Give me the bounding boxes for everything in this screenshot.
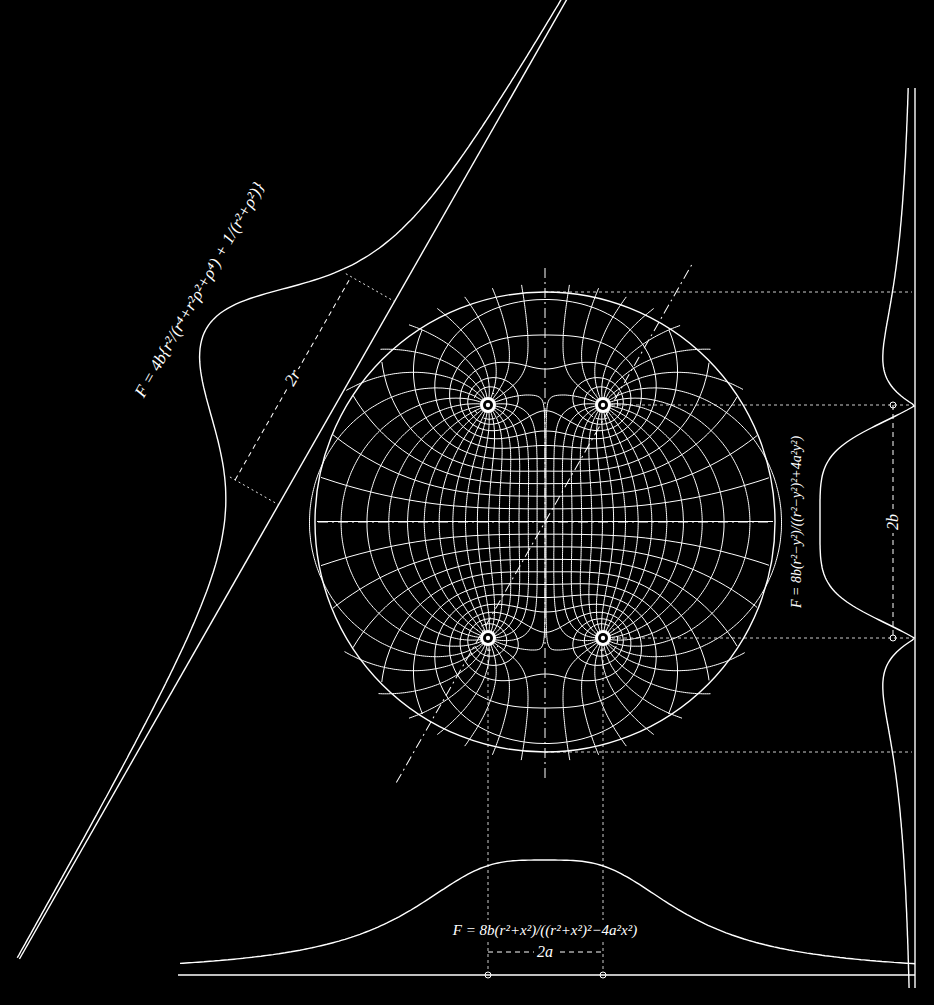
pole-dot <box>601 636 605 640</box>
leader-line <box>612 638 912 639</box>
dimension-line <box>235 277 351 480</box>
field-line <box>488 408 520 638</box>
tilted-axis <box>396 261 693 782</box>
field-line <box>603 411 652 638</box>
formula: F = 8b(r²+x²)/((r²+x²)²−4a²x²) <box>450 920 640 940</box>
field-line <box>494 285 528 401</box>
pole-disc <box>595 397 611 413</box>
pole-disc <box>480 630 496 646</box>
dimension-label: 2r <box>278 363 308 392</box>
field-line <box>595 297 627 399</box>
dimension-end <box>485 972 491 978</box>
field-line <box>477 412 489 638</box>
field-line <box>604 645 682 718</box>
field-line <box>466 412 489 638</box>
extension-line <box>346 274 395 302</box>
field-line <box>603 412 638 639</box>
field-line <box>602 309 654 399</box>
field-line <box>488 395 545 650</box>
force-curve <box>180 860 915 964</box>
field-line <box>488 412 495 639</box>
field-line <box>595 645 627 747</box>
pole-marker <box>480 630 496 646</box>
tilted-baseline <box>19 0 653 959</box>
field-line <box>582 644 599 755</box>
field-line <box>604 326 680 399</box>
field-line <box>603 408 683 638</box>
field-line <box>596 412 603 639</box>
extension-line <box>230 477 279 505</box>
field-line <box>488 411 502 638</box>
pole-dot <box>601 403 605 407</box>
dimension-end <box>600 972 606 978</box>
field-line <box>603 409 667 638</box>
pole-ring <box>483 400 493 410</box>
pole-disc <box>595 630 611 646</box>
field-line <box>424 409 488 638</box>
vertical-axis <box>545 268 546 778</box>
field-line <box>492 288 509 399</box>
field-line <box>494 642 528 760</box>
field-line <box>488 409 511 638</box>
field-line <box>409 325 487 398</box>
pole-marker <box>480 397 496 413</box>
leader-line <box>612 405 912 406</box>
formula: F = 8b(r²−y²)/((r²−y²)²+4a²y²) <box>788 433 807 611</box>
field-line <box>439 411 488 638</box>
field-line <box>465 645 497 747</box>
field-line <box>602 645 654 735</box>
pole-ring <box>598 400 608 410</box>
pole-ring <box>598 633 608 643</box>
field-line <box>437 309 489 399</box>
dimension-end <box>890 402 896 408</box>
force-curve <box>820 88 914 988</box>
dimension-label: 2a <box>534 941 556 962</box>
pole-marker <box>595 397 611 413</box>
field-line <box>571 408 603 638</box>
pole-ring <box>483 633 493 643</box>
field-line <box>603 412 626 638</box>
field-line <box>437 645 489 735</box>
poles <box>480 397 611 646</box>
pole-dot <box>486 403 490 407</box>
dimension-end <box>890 635 896 641</box>
field-line <box>465 297 497 399</box>
pole-dot <box>486 636 490 640</box>
field-line <box>580 409 603 638</box>
dimension-label: 2b <box>882 511 903 533</box>
field-line <box>602 412 614 638</box>
field-line <box>606 645 711 694</box>
pole-disc <box>480 397 496 413</box>
field-line <box>409 645 487 718</box>
leader-line <box>545 292 912 293</box>
field-line <box>563 642 597 760</box>
right-baseline <box>914 88 915 988</box>
bottom-baseline <box>178 974 915 975</box>
pole-marker <box>595 630 611 646</box>
force-curve <box>0 0 651 958</box>
field-line <box>589 411 603 638</box>
field-line <box>546 395 603 650</box>
field-line <box>381 349 486 398</box>
leader-line <box>545 752 912 753</box>
field-line <box>563 285 597 401</box>
field-line <box>453 412 488 639</box>
tilted-frame <box>0 0 862 1005</box>
